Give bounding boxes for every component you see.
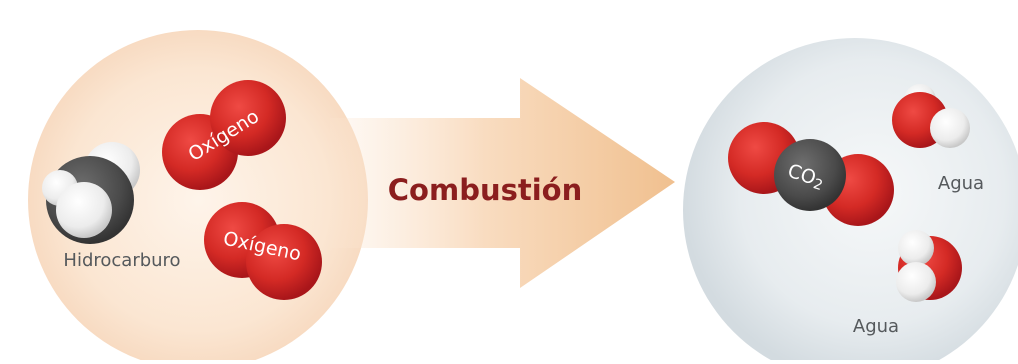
process-label: Combustión xyxy=(388,173,582,207)
oxygen-atom xyxy=(210,80,286,156)
hydrocarbon-label: Hidrocarburo xyxy=(63,250,180,271)
carbon-atom xyxy=(774,139,846,211)
hydrogen-atom xyxy=(898,230,934,266)
water-label-bottom: Agua xyxy=(853,316,899,337)
oxygen-molecule-bottom: Oxígeno xyxy=(204,202,322,300)
hydrocarbon-molecule xyxy=(42,142,140,244)
water-molecule-right xyxy=(892,84,970,148)
hydrogen-atom xyxy=(896,262,936,302)
oxygen-atom xyxy=(246,224,322,300)
hydrogen-atom xyxy=(56,182,112,238)
water-label-right: Agua xyxy=(938,173,984,194)
hydrogen-atom xyxy=(930,108,970,148)
reaction-arrow xyxy=(330,78,675,288)
water-molecule-bottom xyxy=(896,230,962,302)
oxygen-molecule-top: Oxígeno xyxy=(162,80,286,190)
co2-molecule: CO2 xyxy=(728,122,894,226)
